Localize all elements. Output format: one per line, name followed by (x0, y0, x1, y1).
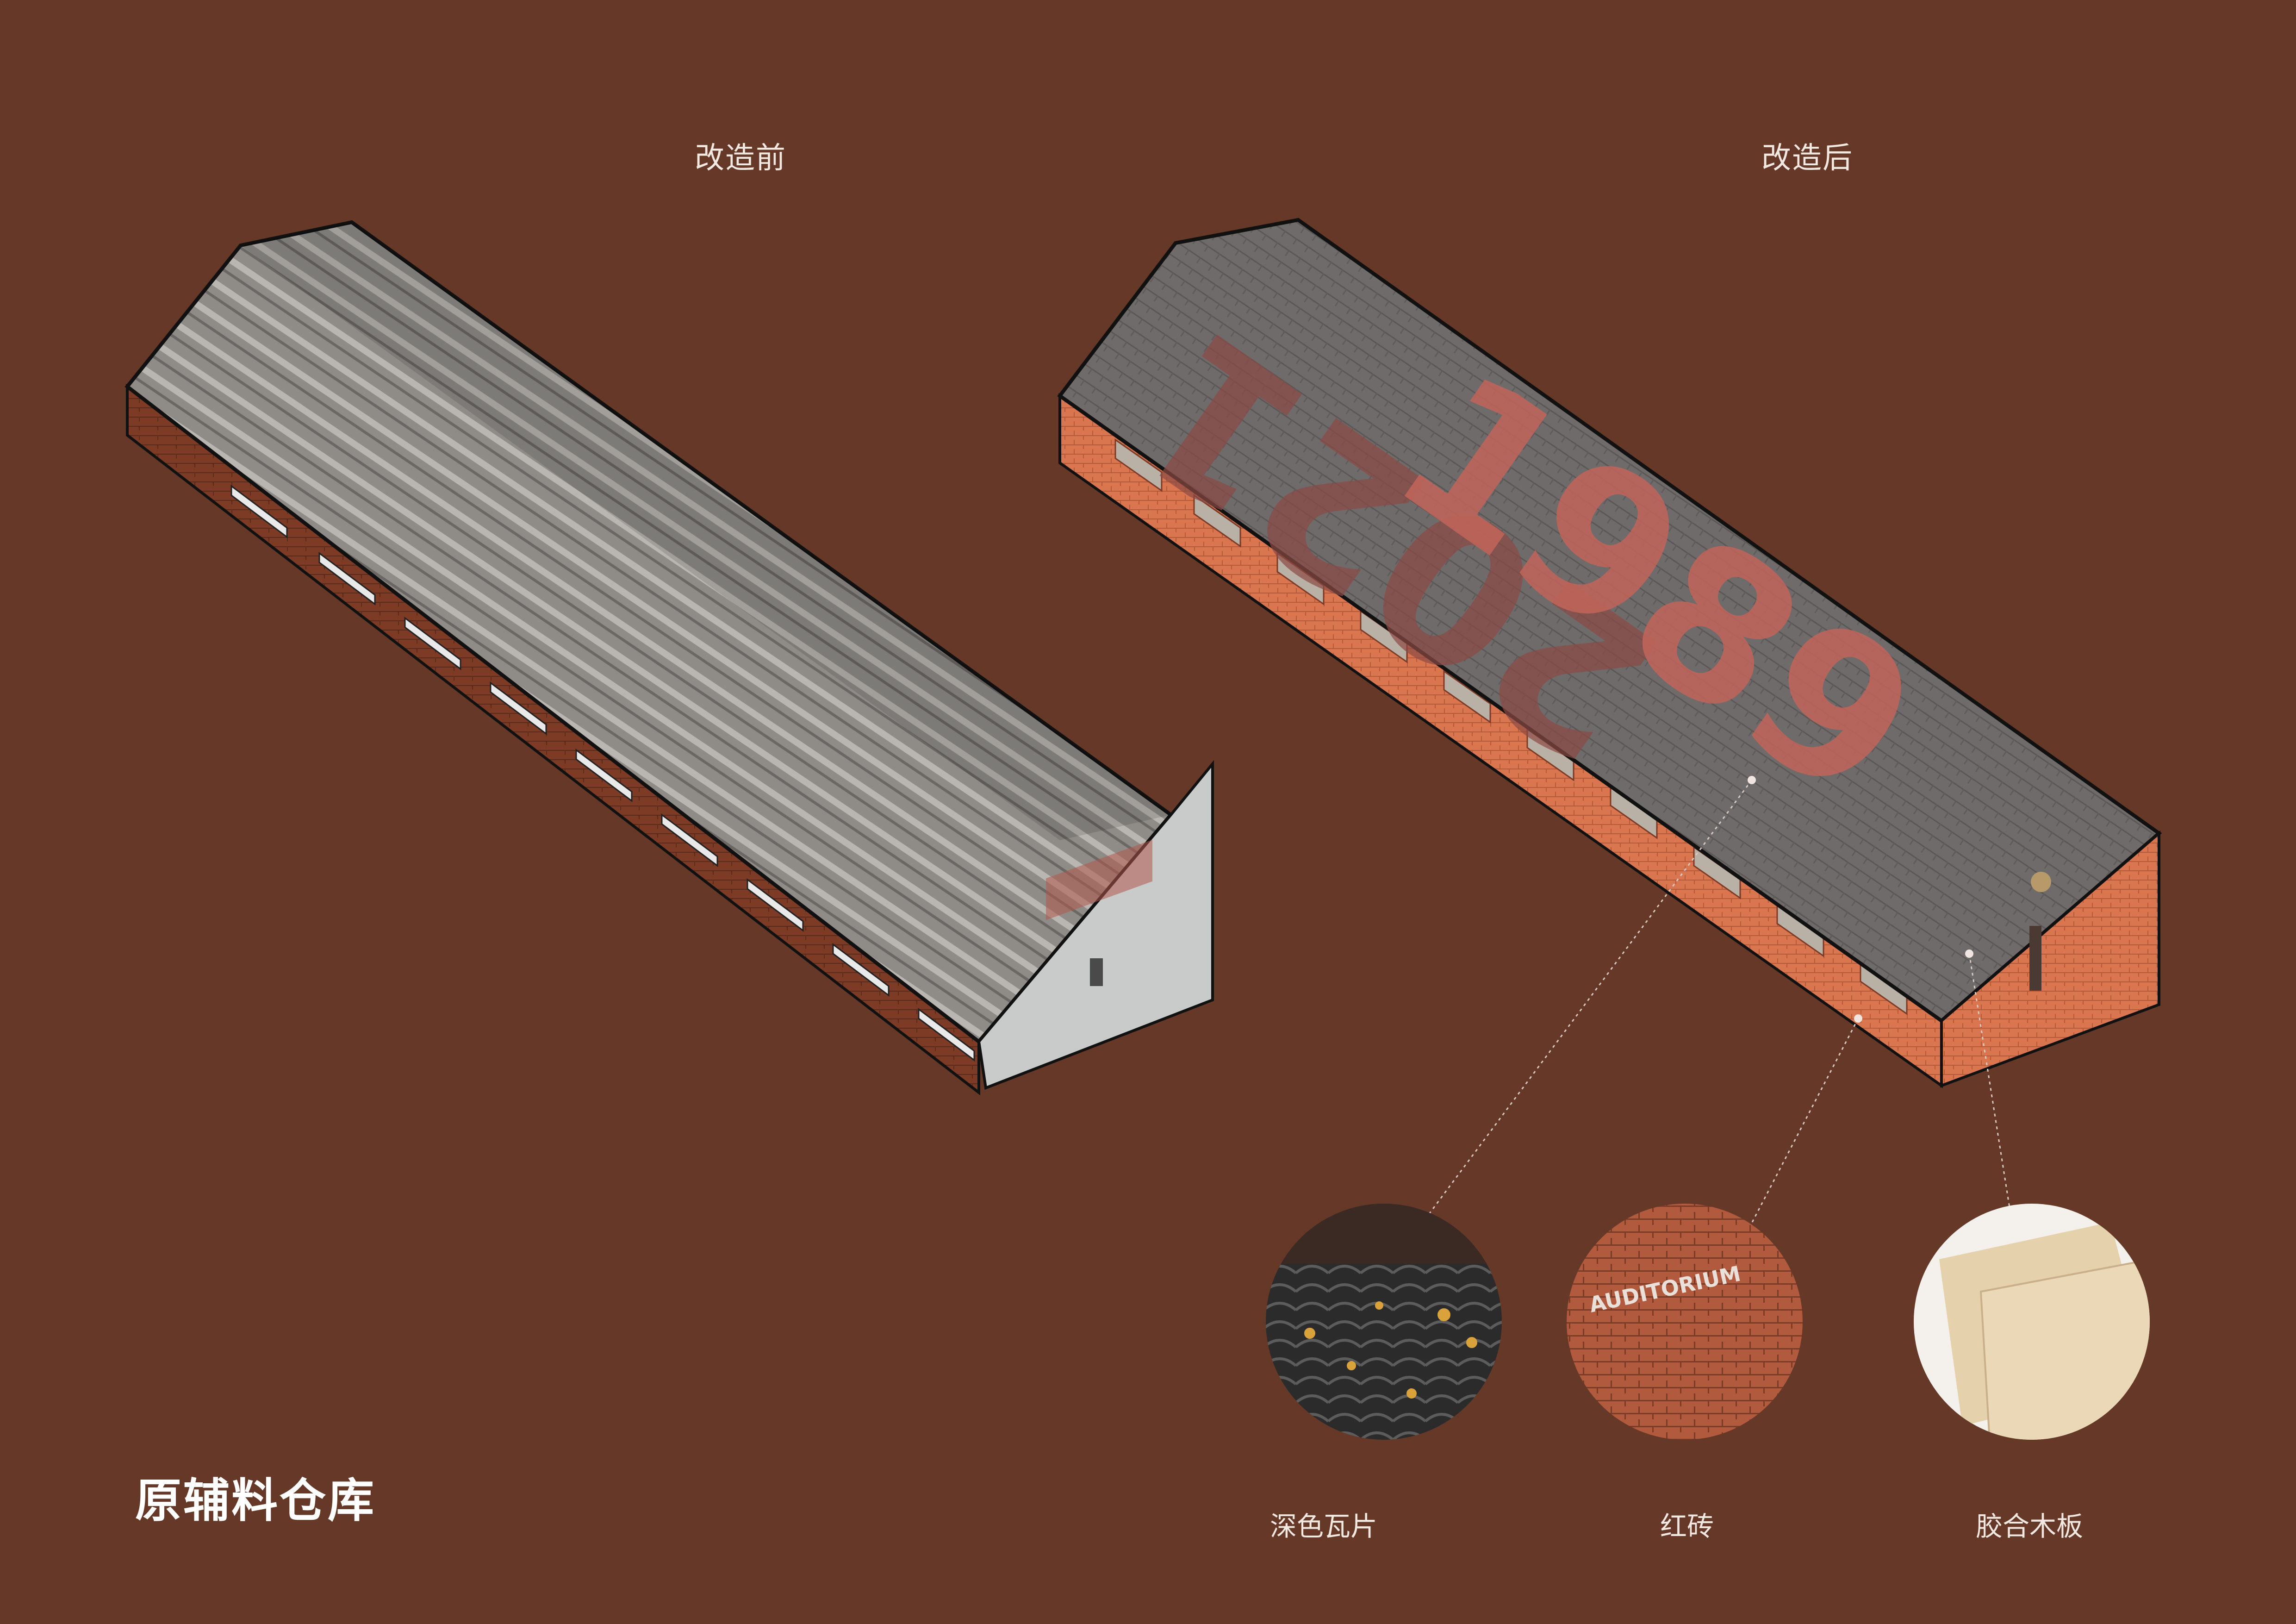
warehouse-before (124, 220, 1214, 1096)
material-label-dark-tile: 深色瓦片 (1269, 1511, 1378, 1542)
warehouse-after: 2021 1989 (1057, 218, 2162, 1088)
page-title: 原辅料仓库 (135, 1474, 376, 1528)
windows-before (230, 485, 975, 1062)
glulam-board-swatch (1914, 1204, 2150, 1440)
material-label-red-brick: 红砖 (1660, 1511, 1714, 1542)
wall-plaque (2031, 872, 2051, 892)
heading-after: 改造后 (1761, 141, 1853, 175)
dark-roof-tile-swatch (1266, 1204, 1502, 1440)
red-brick-swatch: AUDITORIUM (1567, 1204, 1803, 1440)
gable-wall-after (1940, 830, 2160, 1088)
windows-after (1114, 438, 1908, 1015)
heading-before: 改造前 (695, 141, 786, 175)
material-label-glulam: 胶合木板 (1975, 1511, 2084, 1542)
roof-before (124, 220, 1174, 1044)
leader-lines (1401, 780, 2016, 1250)
